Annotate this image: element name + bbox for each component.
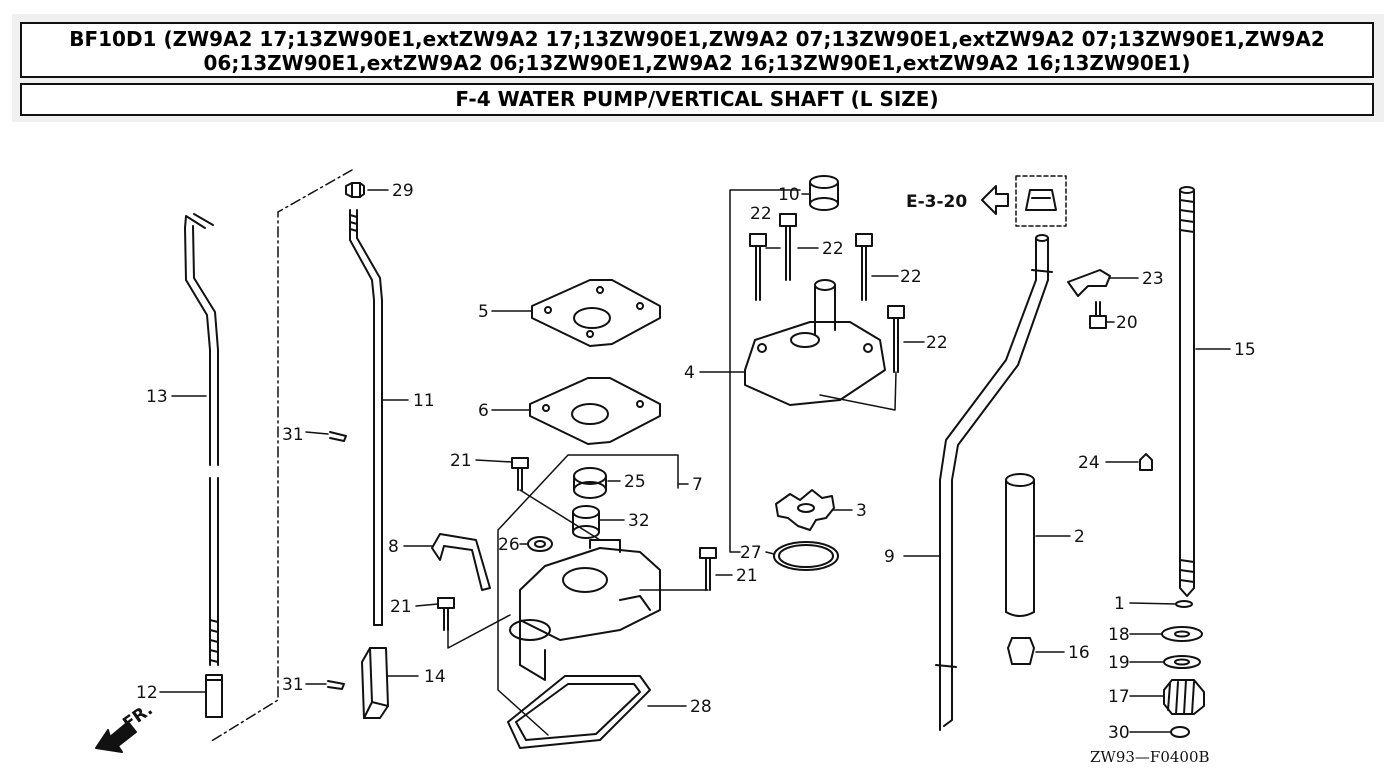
part-11-shift-rod[interactable] [349,209,383,626]
part-19-washer[interactable] [1163,655,1201,669]
part-28-gasket[interactable] [507,675,651,749]
part-22-bolt-a[interactable] [749,233,767,301]
callout-19[interactable]: 19 [1108,653,1130,673]
callout-14[interactable]: 14 [424,667,446,687]
callout-21-c[interactable]: 21 [736,566,758,586]
part-23-clip[interactable] [1067,269,1111,297]
callout-18[interactable]: 18 [1108,625,1130,645]
callout-23[interactable]: 23 [1142,269,1164,289]
part-20-bolt[interactable] [1089,301,1107,329]
part-31-pin-upper[interactable] [329,431,347,442]
callout-10[interactable]: 10 [778,185,800,205]
callout-21-b[interactable]: 21 [390,597,412,617]
callout-9[interactable]: 9 [884,547,895,567]
callout-32[interactable]: 32 [628,511,650,531]
callout-20[interactable]: 20 [1116,313,1138,333]
callout-22-b[interactable]: 22 [822,239,844,259]
part-27-o-ring[interactable] [773,541,839,571]
part-14-holder[interactable] [361,647,389,719]
part-18-washer[interactable] [1161,626,1203,642]
part-7-pump-housing[interactable] [509,539,661,681]
callout-4[interactable]: 4 [684,363,695,383]
callout-24[interactable]: 24 [1078,453,1100,473]
part-22-bolt-d[interactable] [887,305,905,373]
callout-22-a[interactable]: 22 [750,204,772,224]
front-direction-arrow [95,721,137,753]
callout-3[interactable]: 3 [856,501,867,521]
callout-29[interactable]: 29 [392,181,414,201]
part-4-pump-case[interactable] [744,279,886,406]
callout-31-lower[interactable]: 31 [282,675,304,695]
callout-22-c[interactable]: 22 [900,267,922,287]
drawing-code: ZW93—F0400B [1090,748,1210,766]
part-2-tube[interactable] [1005,473,1035,617]
part-31-pin-lower[interactable] [327,680,345,690]
callout-5[interactable]: 5 [478,302,489,322]
callout-11[interactable]: 11 [413,391,435,411]
part-26-seal[interactable] [527,536,553,552]
callout-2[interactable]: 2 [1074,527,1085,547]
header-panel: BF10D1 (ZW9A2 17;13ZW90E1,extZW9A2 17;13… [12,14,1384,122]
callout-31-upper[interactable]: 31 [282,425,304,445]
part-10-seal[interactable] [809,175,839,211]
callout-22-d[interactable]: 22 [926,333,948,353]
callout-12[interactable]: 12 [136,683,158,703]
part-21-bolt-b[interactable] [437,597,455,631]
reference-seal-box[interactable] [1015,175,1067,227]
section-title: F-4 WATER PUMP/VERTICAL SHAFT (L SIZE) [20,83,1374,116]
part-29-nut[interactable] [345,182,365,198]
part-1-clip[interactable] [1175,600,1193,608]
part-22-bolt-b[interactable] [779,213,797,281]
part-30-nut[interactable] [1170,726,1190,738]
part-22-bolt-c[interactable] [855,233,873,301]
part-25-seal[interactable] [573,467,607,499]
part-8-grommet[interactable] [431,533,491,591]
part-32-bushing[interactable] [572,505,600,539]
part-5-gasket[interactable] [531,279,661,347]
callout-26[interactable]: 26 [498,535,520,555]
part-21-bolt-c[interactable] [699,547,717,591]
callout-16[interactable]: 16 [1068,643,1090,663]
part-9-water-tube[interactable] [935,234,1053,731]
callout-17[interactable]: 17 [1108,687,1130,707]
part-13-shift-rod[interactable] [184,213,219,666]
callout-8[interactable]: 8 [388,537,399,557]
callout-7[interactable]: 7 [692,475,703,495]
callout-25[interactable]: 25 [624,472,646,492]
model-title: BF10D1 (ZW9A2 17;13ZW90E1,extZW9A2 17;13… [20,22,1374,78]
part-15-vertical-shaft[interactable] [1179,186,1195,597]
callout-15[interactable]: 15 [1234,340,1256,360]
callout-1[interactable]: 1 [1114,594,1125,614]
callout-30[interactable]: 30 [1108,723,1130,743]
callout-labels: 29 13 11 31 31 12 14 5 6 21 21 21 25 32 … [119,181,1255,766]
part-3-impeller[interactable] [775,489,835,531]
part-6-plate[interactable] [529,377,661,445]
callout-13[interactable]: 13 [146,387,168,407]
part-12-joint[interactable] [205,674,223,718]
part-24-key[interactable] [1139,453,1153,471]
reference-label[interactable]: E-3-20 [906,192,967,212]
part-16-seal[interactable] [1007,637,1035,665]
part-17-pinion-gear[interactable] [1163,679,1205,715]
reference-arrow[interactable] [981,185,1009,215]
callout-28[interactable]: 28 [690,697,712,717]
callout-6[interactable]: 6 [478,401,489,421]
callout-21-a[interactable]: 21 [450,451,472,471]
part-21-bolt-a[interactable] [511,457,529,491]
callout-27[interactable]: 27 [740,543,762,563]
